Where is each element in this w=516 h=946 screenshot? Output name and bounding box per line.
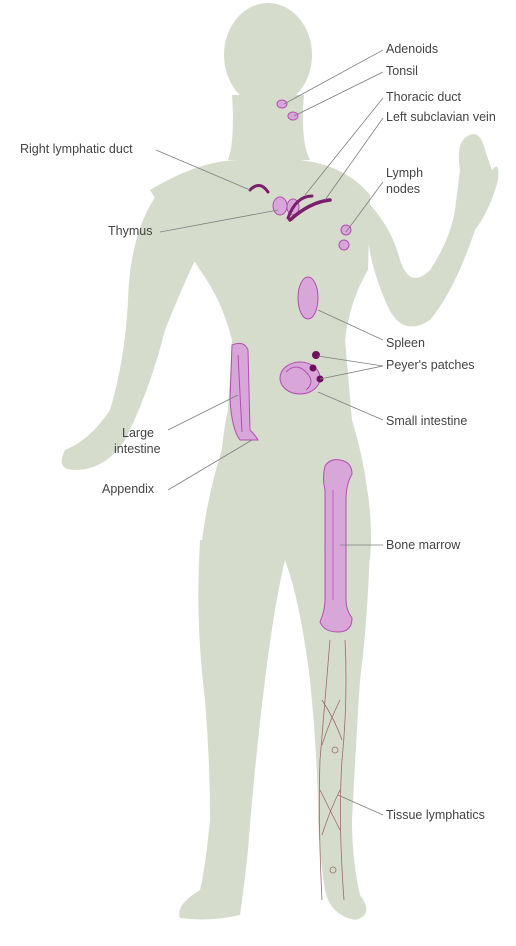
- label-adenoids: Adenoids: [386, 42, 438, 57]
- label-lymph-nodes-line1: Lymph: [386, 166, 423, 181]
- label-right-lymphatic-duct: Right lymphatic duct: [20, 142, 133, 157]
- body-silhouette: [62, 3, 499, 920]
- label-tissue-lymphatics: Tissue lymphatics: [386, 808, 485, 823]
- label-thoracic-duct: Thoracic duct: [386, 90, 461, 105]
- label-thymus: Thymus: [108, 224, 152, 239]
- label-bone-marrow: Bone marrow: [386, 538, 460, 553]
- tonsil: [288, 112, 298, 120]
- label-left-subclavian-vein: Left subclavian vein: [386, 110, 496, 125]
- label-large-intestine-line1: Large: [122, 426, 154, 441]
- label-peyers-patches: Peyer's patches: [386, 358, 475, 373]
- spleen: [298, 277, 318, 319]
- label-appendix: Appendix: [102, 482, 154, 497]
- adenoids: [277, 100, 287, 108]
- label-small-intestine: Small intestine: [386, 414, 467, 429]
- label-large-intestine-line2: intestine: [114, 442, 161, 457]
- label-lymph-nodes-line2: nodes: [386, 182, 420, 197]
- label-tonsil: Tonsil: [386, 64, 418, 79]
- label-spleen: Spleen: [386, 336, 425, 351]
